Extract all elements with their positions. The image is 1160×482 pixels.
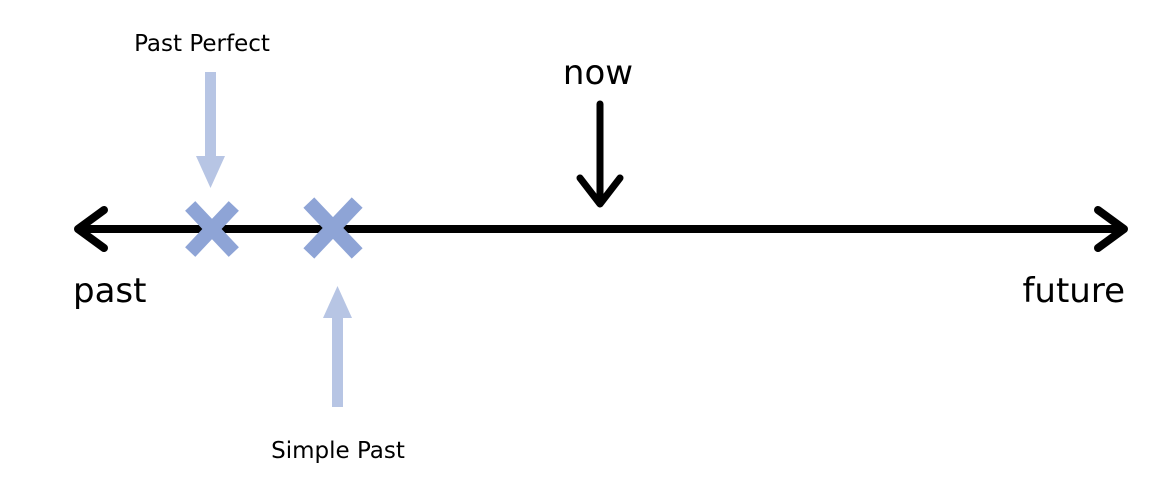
past-perfect-arrow-icon (196, 72, 225, 188)
timeline-axis (74, 206, 1128, 252)
past-label: past (73, 271, 146, 311)
right-arrowhead-icon (1094, 206, 1128, 252)
past-perfect-label: Past Perfect (134, 31, 270, 57)
simple-past-marker-icon (303, 197, 363, 259)
future-label: future (1022, 271, 1125, 311)
now-arrow-icon (576, 100, 624, 208)
simple-past-label: Simple Past (271, 438, 405, 464)
simple-past-arrow-icon (323, 286, 352, 407)
past-perfect-marker-icon (185, 201, 239, 257)
now-label: now (563, 53, 633, 93)
left-arrowhead-icon (74, 206, 108, 252)
